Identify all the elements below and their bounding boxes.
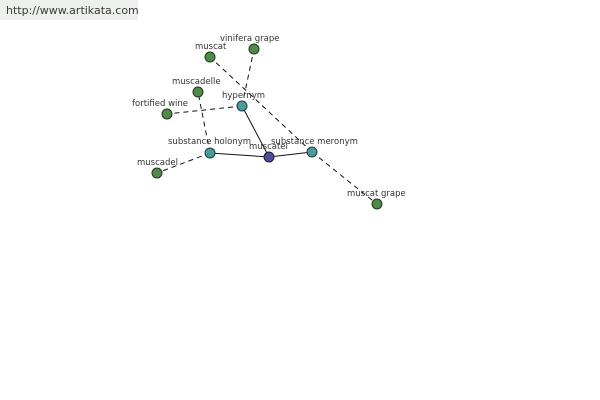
edge-center-holonym: [209, 152, 270, 158]
node-muscadelle-dot[interactable]: [192, 86, 204, 98]
node-vinifera-grape-dot[interactable]: [248, 43, 260, 55]
node-muscat-grape-dot[interactable]: [371, 198, 383, 210]
edge-holonym-muscadel: [156, 152, 211, 174]
node-substance-meronym[interactable]: substance meronym: [271, 137, 358, 158]
node-muscat[interactable]: muscat: [195, 42, 227, 63]
node-muscadelle[interactable]: muscadelle: [172, 77, 221, 98]
node-muscadel-dot[interactable]: [151, 167, 163, 179]
edge-hypernym-vinifera-grape: [241, 48, 255, 107]
edge-hypernym-fortified-wine: [166, 105, 243, 115]
site-url[interactable]: http://www.artikata.com: [6, 4, 139, 17]
node-muscadel-label[interactable]: muscadel: [137, 158, 178, 168]
node-muscat-grape-label[interactable]: muscat grape: [347, 189, 406, 199]
node-muscadelle-label[interactable]: muscadelle: [172, 77, 221, 87]
node-muscat-label[interactable]: muscat: [195, 42, 227, 52]
node-fortified-wine[interactable]: fortified wine: [132, 99, 188, 120]
node-vinifera-grape[interactable]: vinifera grape: [220, 34, 280, 55]
node-fortified-wine-label[interactable]: fortified wine: [132, 99, 188, 109]
node-fortified-wine-dot[interactable]: [161, 108, 173, 120]
node-center-muscatel-label[interactable]: muscatel: [249, 142, 288, 152]
edge-center-hypernym: [241, 105, 270, 158]
node-hypernym[interactable]: hypernym: [222, 91, 265, 112]
node-substance-meronym-dot[interactable]: [306, 146, 318, 158]
edge-holonym-muscadelle: [197, 91, 211, 154]
node-substance-holonym-label[interactable]: substance holonym: [168, 137, 251, 147]
edge-meronym-muscat-grape: [311, 151, 378, 205]
node-center-muscatel-dot[interactable]: [263, 151, 275, 163]
node-substance-meronym-label[interactable]: substance meronym: [271, 137, 358, 147]
node-center-muscatel[interactable]: muscatel: [249, 142, 288, 163]
node-vinifera-grape-label[interactable]: vinifera grape: [220, 34, 280, 44]
edge-center-meronym: [268, 151, 313, 158]
node-muscadel[interactable]: muscadel: [137, 158, 178, 179]
node-hypernym-dot[interactable]: [236, 100, 248, 112]
site-url-banner[interactable]: http://www.artikata.com: [0, 0, 139, 20]
node-muscat-dot[interactable]: [204, 51, 216, 63]
node-substance-holonym-dot[interactable]: [204, 147, 216, 159]
node-hypernym-label[interactable]: hypernym: [222, 91, 265, 101]
node-muscat-grape[interactable]: muscat grape: [347, 189, 406, 210]
node-substance-holonym[interactable]: substance holonym: [168, 137, 251, 159]
